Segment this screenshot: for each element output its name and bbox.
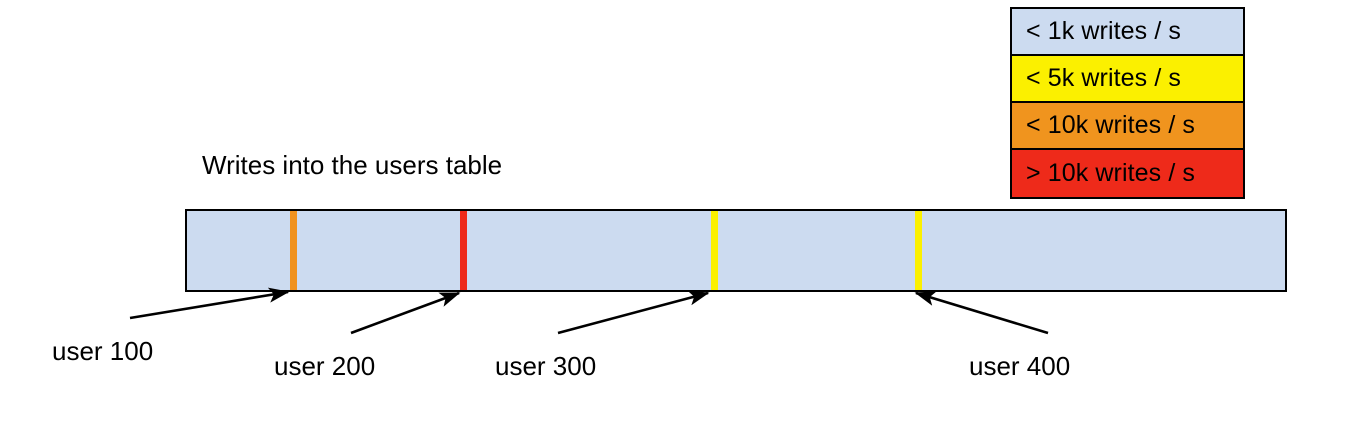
stripe-user-100 [290, 211, 297, 290]
stripe-user-400 [915, 211, 922, 290]
arrow-user-400 [914, 291, 1049, 335]
arrow-user-200 [350, 291, 461, 335]
legend: < 1k writes / s < 5k writes / s < 10k wr… [1010, 7, 1245, 199]
label-user-400: user 400 [969, 351, 1071, 381]
legend-row-over-10k: > 10k writes / s [1012, 150, 1243, 197]
stripe-user-200 [460, 211, 467, 290]
arrow-user-300 [557, 290, 710, 335]
legend-label-under-1k: < 1k writes / s [1026, 17, 1182, 45]
stripe-user-300 [711, 211, 718, 290]
legend-row-under-1k: < 1k writes / s [1012, 9, 1243, 56]
legend-row-under-5k: < 5k writes / s [1012, 56, 1243, 103]
users-table-bar [185, 209, 1287, 292]
legend-label-under-5k: < 5k writes / s [1026, 64, 1182, 92]
arrow-user-100 [129, 287, 290, 320]
label-user-100: user 100 [52, 336, 154, 366]
chart-title: Writes into the users table [202, 150, 503, 180]
label-user-200: user 200 [274, 351, 376, 381]
legend-label-over-10k: > 10k writes / s [1026, 159, 1196, 187]
legend-label-under-10k: < 10k writes / s [1026, 111, 1196, 139]
label-user-300: user 300 [495, 351, 597, 381]
legend-row-under-10k: < 10k writes / s [1012, 103, 1243, 150]
